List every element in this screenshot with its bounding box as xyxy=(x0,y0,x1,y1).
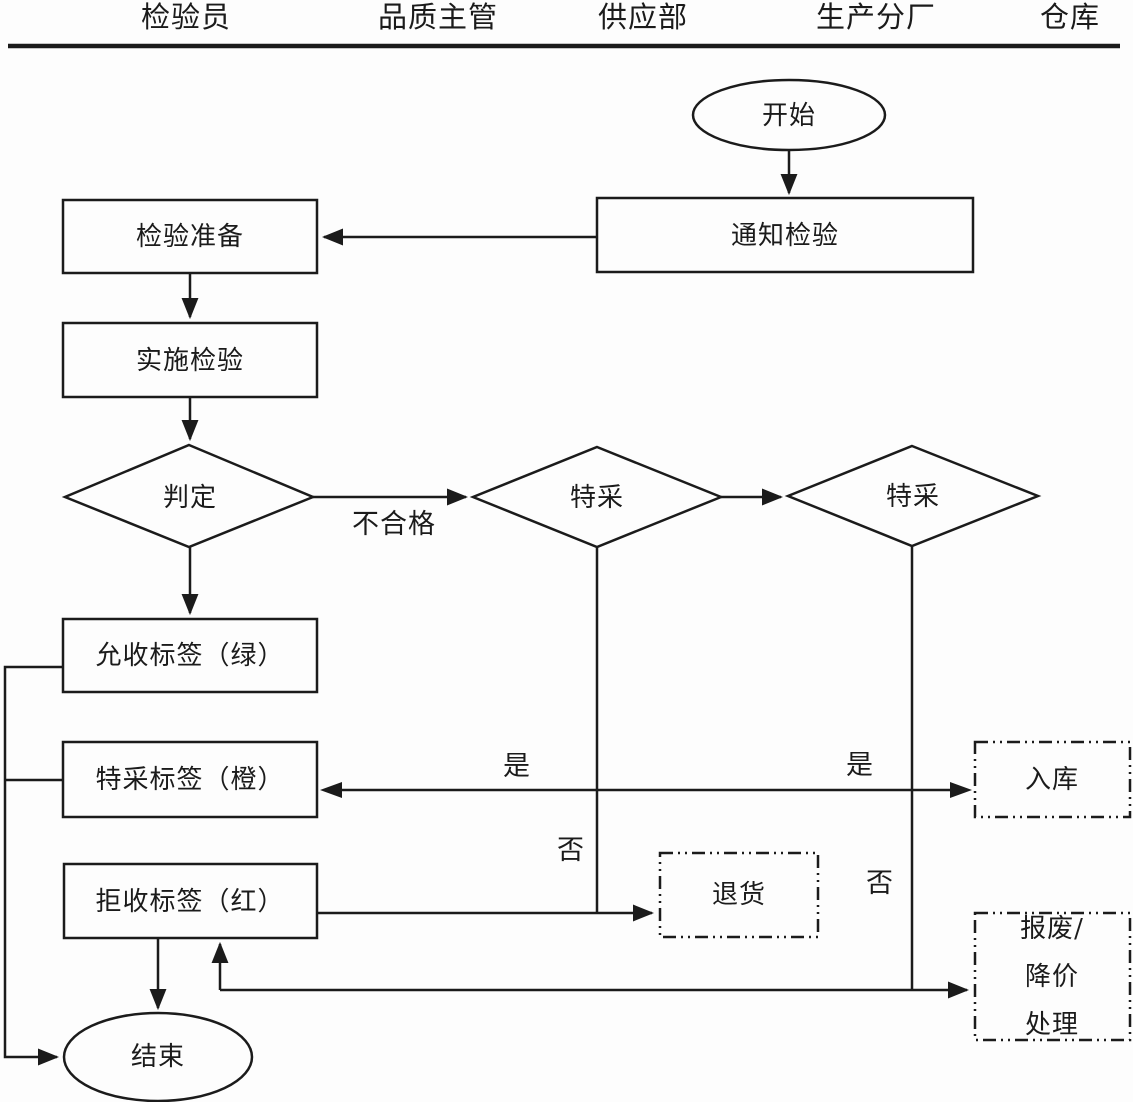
node-red-label-label: 拒收标签（红） xyxy=(95,886,285,917)
node-notify-box xyxy=(595,196,975,274)
node-scrap-label: 报废/降价 处理 xyxy=(1020,913,1084,1041)
node-implement-box xyxy=(61,321,319,399)
node-prepare-box xyxy=(61,198,319,275)
node-scrap-box xyxy=(973,911,1132,1042)
node-inbound-label: 入库 xyxy=(1024,764,1080,795)
edge-label-supply-yes: 是 xyxy=(503,751,531,783)
node-start-label: 开始 xyxy=(761,100,817,131)
node-special-production-label: 特采 xyxy=(885,481,941,512)
edge-labels-to-end xyxy=(3,665,63,1066)
node-special-supply-diamond xyxy=(469,445,725,549)
node-special-production-diamond xyxy=(784,444,1042,548)
node-judge-diamond xyxy=(61,443,317,549)
lane-header-quality-supervisor: 品质主管 xyxy=(377,0,499,34)
lane-header-warehouse: 仓库 xyxy=(1039,0,1101,34)
node-green-label-box xyxy=(61,617,319,694)
node-green-label-label: 允收标签（绿） xyxy=(95,640,285,671)
node-end-terminator xyxy=(62,1011,254,1102)
node-orange-label-box xyxy=(61,740,319,819)
edge-label-supply-no: 否 xyxy=(557,835,585,867)
edge-label-production-yes: 是 xyxy=(846,750,874,782)
node-notify-label: 通知检验 xyxy=(730,220,840,251)
node-inbound-box xyxy=(973,740,1132,819)
lane-header-supply-dept: 供应部 xyxy=(597,0,689,34)
node-red-label-box xyxy=(62,862,319,940)
node-prepare-label: 检验准备 xyxy=(135,221,245,252)
node-end-label: 结束 xyxy=(130,1041,186,1072)
lane-header-inspector: 检验员 xyxy=(140,0,232,34)
edge-label-production-no: 否 xyxy=(866,868,894,900)
arrowhead-into-orange-label xyxy=(320,782,342,798)
lane-header-production-branch: 生产分厂 xyxy=(815,0,937,34)
edge-label-unqualified: 不合格 xyxy=(352,509,436,541)
arrowhead-into-inbound xyxy=(950,782,972,798)
node-judge-label: 判定 xyxy=(162,482,218,513)
node-return-goods-label: 退货 xyxy=(711,879,767,910)
node-return-goods-box xyxy=(658,851,820,939)
node-orange-label-label: 特采标签（橙） xyxy=(95,764,285,795)
node-special-supply-label: 特采 xyxy=(569,482,625,513)
node-implement-label: 实施检验 xyxy=(135,345,245,376)
node-start-terminator xyxy=(691,78,887,152)
